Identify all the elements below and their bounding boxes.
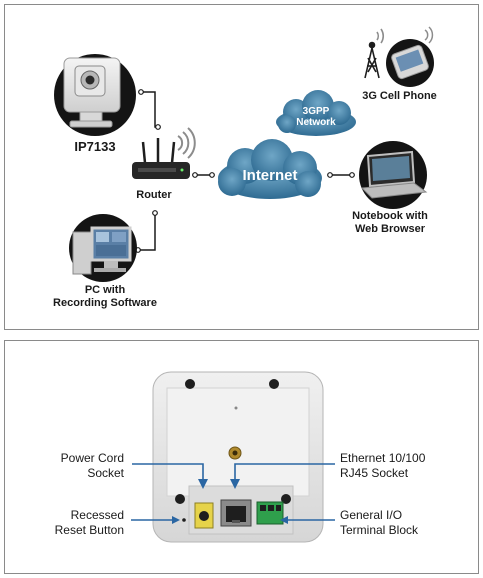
camera-icon	[54, 54, 136, 136]
io-terminal-block-label: General I/O Terminal Block	[340, 508, 450, 538]
callout-arrows	[131, 463, 335, 521]
3gpp-line1: 3GPP	[302, 106, 330, 117]
reset-line1: Recessed	[70, 508, 124, 522]
ethernet-line2: RJ45 Socket	[340, 466, 409, 480]
pc-line1: PC with	[84, 284, 126, 296]
cell-phone-label: 3G Cell Phone	[362, 90, 437, 102]
cell-tower-icon	[364, 28, 385, 79]
router-icon	[132, 138, 190, 179]
power-socket-icon	[194, 502, 214, 529]
notebook-icon	[359, 141, 428, 209]
pc-line2: Recording Software	[53, 297, 157, 309]
notebook-label: Notebook with Web Browser	[340, 210, 440, 236]
power-line2: Socket	[87, 466, 124, 480]
reset-button-hole-icon	[182, 518, 186, 522]
ethernet-socket-label: Ethernet 10/100 RJ45 Socket	[340, 451, 450, 481]
pc-label: PC with Recording Software	[38, 284, 172, 310]
3gpp-network-label: 3GPP Network	[286, 106, 346, 128]
cell-phone-icon	[386, 26, 434, 87]
io-line1: General I/O	[340, 508, 403, 522]
power-cord-socket-label: Power Cord Socket	[40, 451, 124, 481]
3gpp-line2: Network	[296, 117, 336, 128]
mount-screw-icon	[228, 446, 242, 460]
reset-line2: Reset Button	[54, 523, 124, 537]
connector-dots	[135, 89, 355, 253]
rj45-socket-icon	[220, 499, 252, 527]
router-wifi-waves-icon	[177, 127, 196, 159]
3gpp-cloud-icon	[276, 90, 356, 136]
reset-button-label: Recessed Reset Button	[28, 508, 124, 538]
notebook-line1: Notebook with	[352, 210, 428, 222]
camera-label: IP7133	[74, 139, 116, 154]
internet-cloud-icon	[218, 139, 322, 199]
power-line1: Power Cord	[60, 451, 124, 465]
io-terminal-block-icon	[256, 501, 284, 525]
callout-arrowheads	[172, 479, 288, 524]
notebook-line2: Web Browser	[354, 223, 426, 235]
router-label: Router	[136, 189, 172, 201]
internet-label: Internet	[242, 167, 298, 184]
pc-icon	[69, 214, 137, 282]
rear-panel-diagram-panel	[4, 340, 479, 574]
ethernet-line1: Ethernet 10/100	[340, 451, 426, 465]
io-line2: Terminal Block	[340, 523, 419, 537]
